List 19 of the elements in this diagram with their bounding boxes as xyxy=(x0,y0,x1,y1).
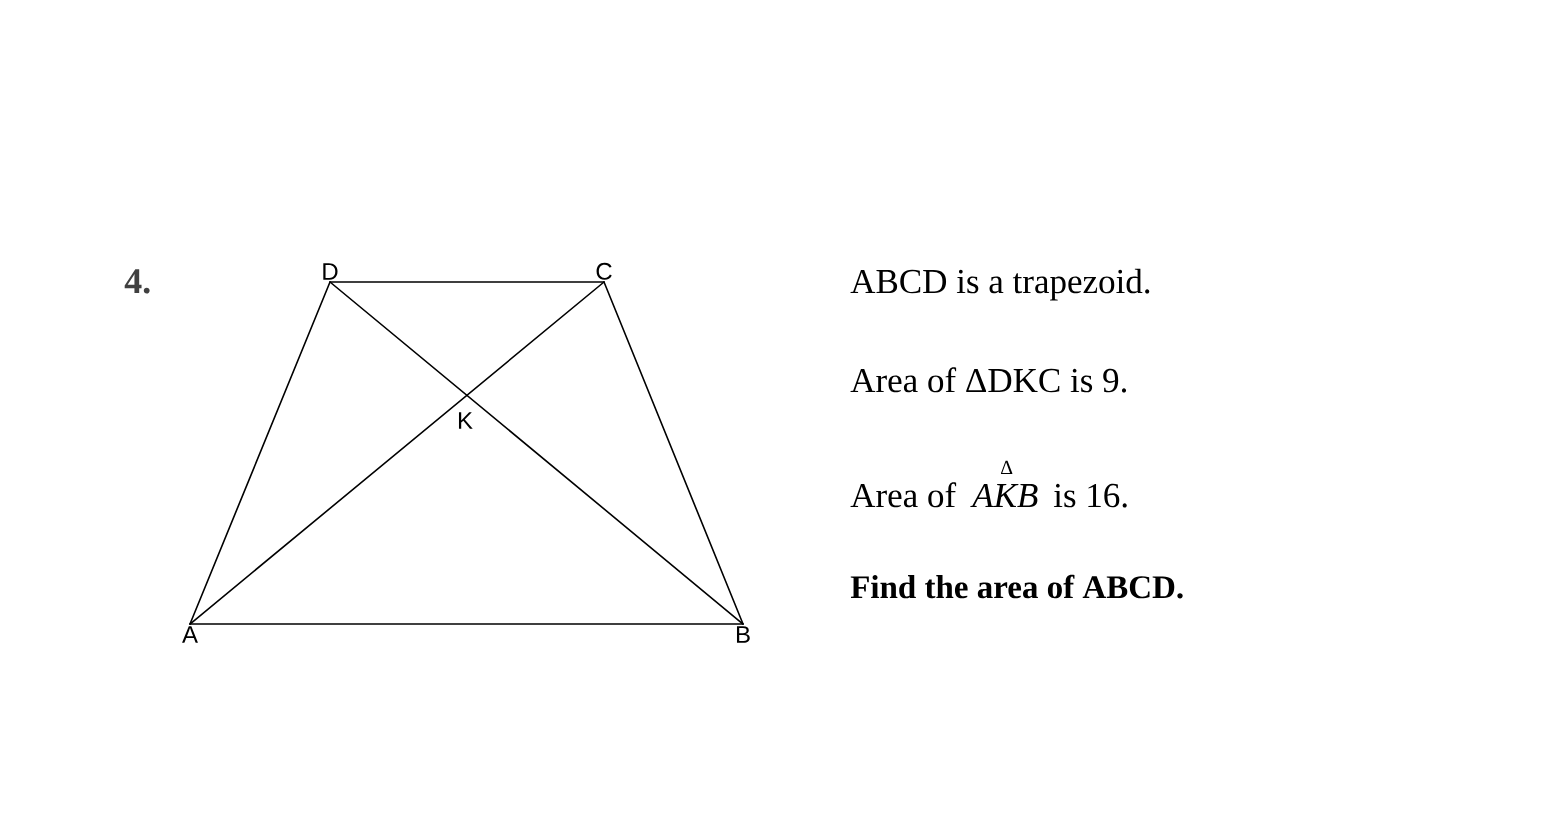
statement-text: ABCD is a trapezoid. xyxy=(850,268,1150,301)
statement-text: Area of ΔDKC is 9. xyxy=(850,367,1127,393)
statement-text: is 16. xyxy=(1053,483,1127,508)
line-segment xyxy=(189,281,331,625)
vertex-label: K xyxy=(459,412,473,429)
vertex-label: C xyxy=(596,262,612,280)
line-segment xyxy=(189,623,744,625)
line-segment xyxy=(329,281,744,625)
statement-text: Area of xyxy=(850,482,957,508)
vertex-label: B xyxy=(737,626,750,643)
triangle-symbol: Δ xyxy=(1001,460,1013,474)
statement-text: AKB xyxy=(970,483,1038,508)
line-segment xyxy=(329,281,605,283)
line-segment xyxy=(189,281,605,625)
vertex-label: A xyxy=(182,626,198,643)
problem-number: 4. xyxy=(124,269,150,294)
question-text: Find the area of ABCD. xyxy=(850,574,1183,599)
vertex-label: D xyxy=(323,263,338,280)
line-segment xyxy=(603,281,744,625)
